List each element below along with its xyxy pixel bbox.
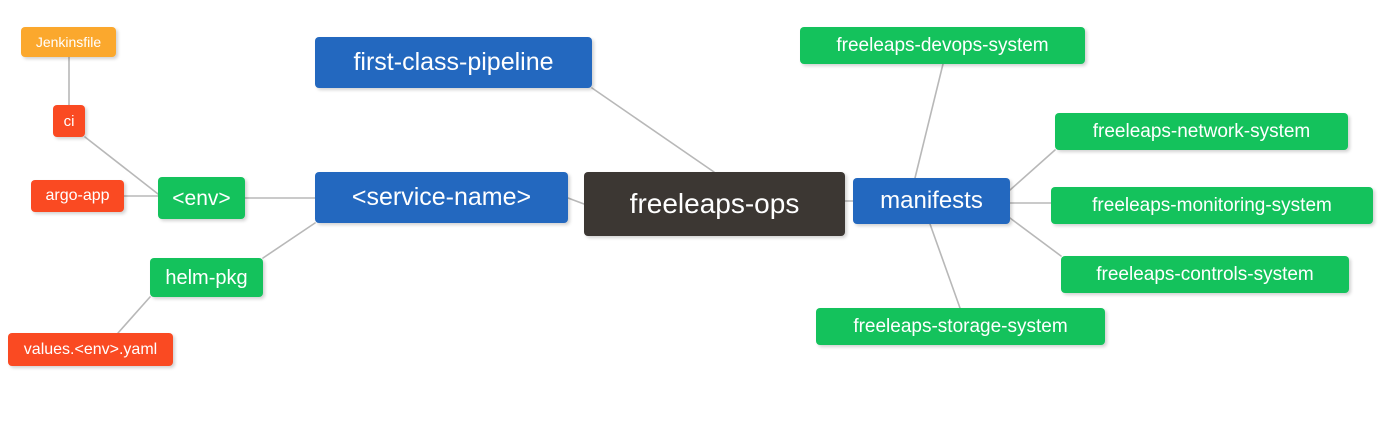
mindmap-node-label: freeleaps-ops xyxy=(629,188,800,219)
mindmap-node-label: freeleaps-storage-system xyxy=(853,316,1068,337)
mindmap-edge xyxy=(117,296,151,334)
mindmap-node-values-env-yaml[interactable]: values.<env>.yaml xyxy=(8,333,173,366)
mindmap-node-manifests[interactable]: manifests xyxy=(853,178,1010,224)
mindmap-node-first-class-pipeline[interactable]: first-class-pipeline xyxy=(315,37,592,88)
mindmap-node-label: values.<env>.yaml xyxy=(23,340,158,358)
mindmap-node-label: freeleaps-monitoring-system xyxy=(1092,195,1332,216)
mindmap-edge xyxy=(914,63,944,179)
mindmap-node-jenkinsfile[interactable]: Jenkinsfile xyxy=(21,27,116,57)
mindmap-edge xyxy=(567,197,585,205)
mindmap-node-freeleaps-monitoring-system[interactable]: freeleaps-monitoring-system xyxy=(1051,187,1373,224)
mindmap-node-label: first-class-pipeline xyxy=(353,48,554,76)
mindmap-node-label: helm-pkg xyxy=(165,266,248,289)
mindmap-edge xyxy=(1009,149,1056,191)
mindmap-node-freeleaps-storage-system[interactable]: freeleaps-storage-system xyxy=(816,308,1105,345)
mindmap-edge xyxy=(591,87,715,173)
mindmap-node-ci[interactable]: ci xyxy=(53,105,85,137)
mindmap-node-helm-pkg[interactable]: helm-pkg xyxy=(150,258,263,297)
mindmap-node-label: freeleaps-controls-system xyxy=(1096,264,1314,285)
mindmap-node-argo-app[interactable]: argo-app xyxy=(31,180,124,212)
mindmap-node-label: manifests xyxy=(880,187,983,214)
mindmap-edge xyxy=(929,223,961,309)
mindmap-node-label: argo-app xyxy=(45,187,110,204)
mindmap-node-freeleaps-devops-system[interactable]: freeleaps-devops-system xyxy=(800,27,1085,64)
mindmap-node-freeleaps-controls-system[interactable]: freeleaps-controls-system xyxy=(1061,256,1349,293)
mindmap-edge xyxy=(262,222,316,259)
mindmap-node-env[interactable]: <env> xyxy=(158,177,245,219)
mindmap-node-label: Jenkinsfile xyxy=(35,34,102,50)
mindmap-node-freeleaps-ops[interactable]: freeleaps-ops xyxy=(584,172,845,236)
mindmap-node-label: freeleaps-network-system xyxy=(1092,121,1311,142)
mindmap-node-freeleaps-network-system[interactable]: freeleaps-network-system xyxy=(1055,113,1348,150)
mindmap-node-service-name[interactable]: <service-name> xyxy=(315,172,568,223)
mindmap-node-label: ci xyxy=(63,112,75,130)
mindmap-node-label: freeleaps-devops-system xyxy=(836,35,1049,56)
mindmap-node-label: <env> xyxy=(172,186,231,210)
mindmap-node-label: <service-name> xyxy=(351,183,532,211)
